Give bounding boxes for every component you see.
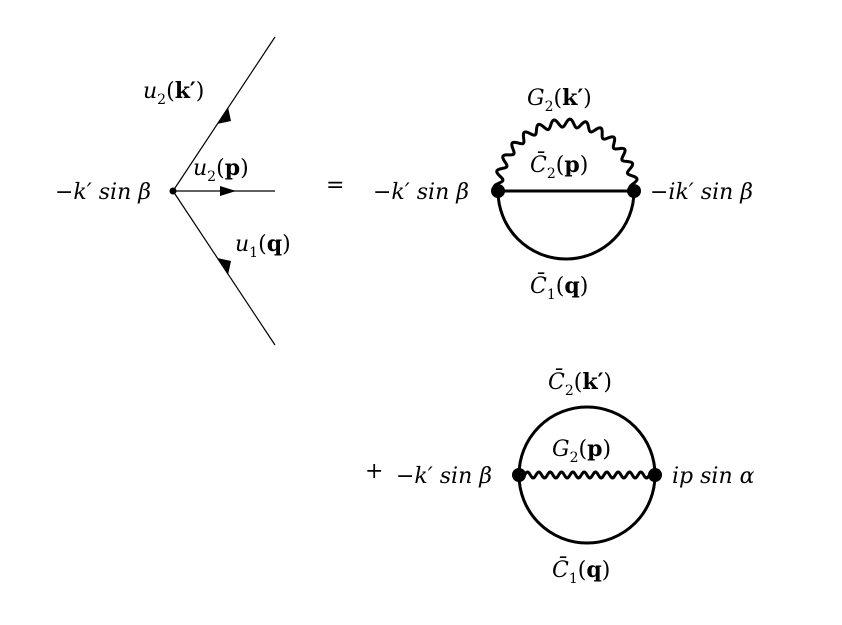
arrow-u2-p — [220, 186, 236, 196]
vertex-coupling-label: −k′ sin β — [55, 180, 151, 205]
label-u1-q: u1(q) — [235, 231, 291, 261]
vertex-right — [648, 468, 662, 482]
wavy-propagator-middle — [517, 470, 657, 480]
diagram1-right-label: −ik′ sin β — [650, 180, 753, 205]
diagram2-top-label: C̄2(k′) — [548, 368, 612, 399]
diagram1-group: −k′ sin β −ik′ sin β G2(k′) C̄2(p) C̄1(q… — [373, 85, 753, 303]
plus-sign: + — [365, 459, 383, 484]
arrow-u1-q — [217, 258, 231, 275]
vertex-group: −k′ sin β u2(k′) u2(p) u1(q) — [55, 36, 291, 346]
diagram1-bottom-label: C̄1(q) — [530, 272, 588, 303]
diagram1-top-label: G2(k′) — [527, 85, 592, 115]
diagram2-middle-label: G2(p) — [552, 436, 611, 466]
diagram2-left-label: −k′ sin β — [396, 464, 492, 489]
vertex-left — [491, 184, 505, 198]
wavy-propagator-top — [492, 117, 639, 193]
diagram2-bottom-label: C̄1(q) — [552, 556, 610, 587]
equals-sign: = — [326, 173, 344, 198]
propagator-bottom — [496, 190, 636, 261]
arrow-u2-k — [217, 107, 231, 124]
diagram1-left-label: −k′ sin β — [373, 180, 469, 205]
label-u2-k: u2(k′) — [143, 78, 204, 108]
vertex-right — [627, 184, 641, 198]
diagram2-group: + −k′ sin β ip sin α C̄2(k′) G2(p) C̄1(q… — [365, 368, 755, 587]
label-u2-p: u2(p) — [193, 155, 249, 185]
diagram2-right-label: ip sin α — [672, 464, 755, 489]
vertex-dot — [169, 187, 177, 195]
diagram1-middle-label: C̄2(p) — [530, 151, 588, 182]
vertex-left — [512, 468, 526, 482]
